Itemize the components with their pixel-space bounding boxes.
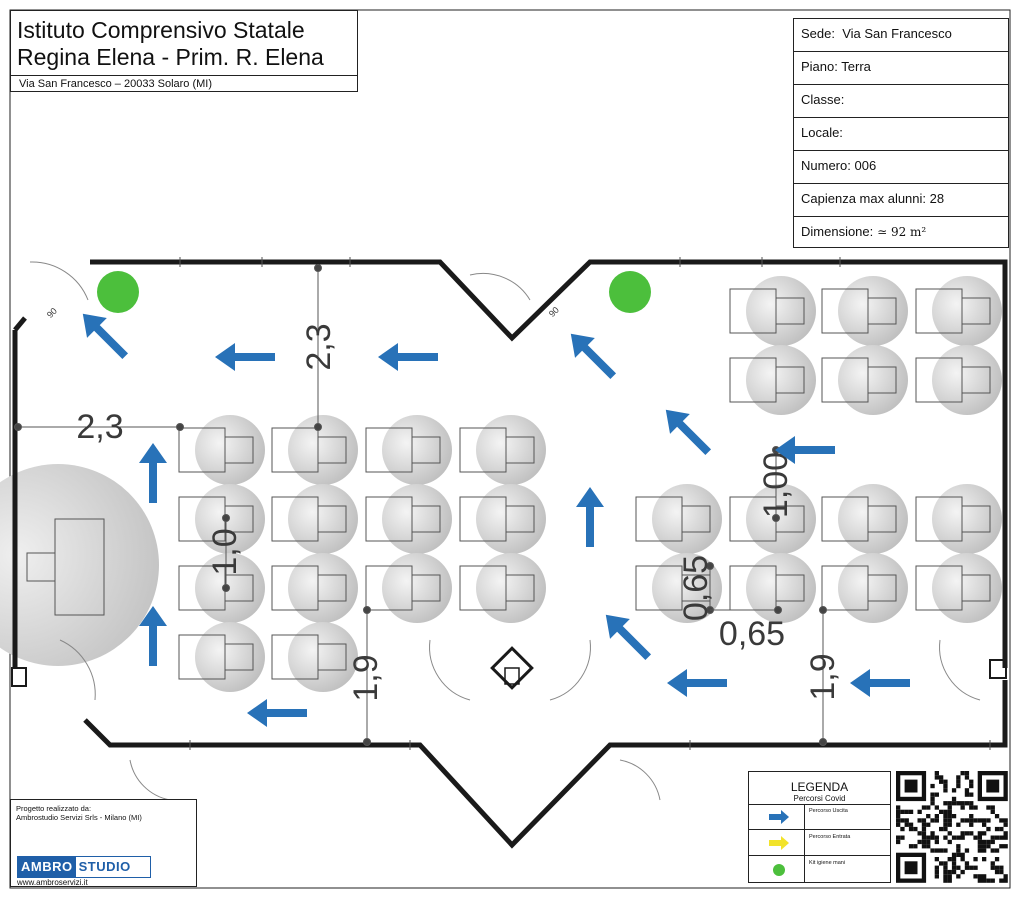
hand-hygiene-kit-right	[609, 271, 651, 313]
student-desk	[729, 345, 816, 415]
exit-arrow	[139, 443, 167, 503]
teacher-chair	[26, 552, 56, 582]
student-desk	[271, 622, 358, 692]
column-right	[989, 659, 1007, 679]
school-name-line1: Istituto Comprensivo Statale	[17, 17, 305, 43]
title-block: Istituto Comprensivo Statale Regina Elen…	[10, 10, 358, 92]
student-desk	[365, 484, 452, 554]
student-desk	[178, 622, 265, 692]
room-info-panel: Sede: Via San Francesco Piano: Terra Cla…	[793, 18, 1009, 248]
school-name-line2: Regina Elena - Prim. R. Elena	[17, 44, 324, 70]
kit-dot-icon	[773, 864, 785, 876]
student-desk	[915, 345, 1002, 415]
student-desk	[821, 345, 908, 415]
exit-arrow	[665, 409, 712, 456]
info-locale: Locale:	[794, 118, 1008, 151]
hand-hygiene-kit-left	[97, 271, 139, 313]
student-desk	[178, 415, 265, 485]
student-desk	[821, 553, 908, 623]
sheet-frame	[9, 9, 1011, 889]
info-piano: Piano: Terra	[794, 52, 1008, 85]
room-walls	[12, 259, 1008, 849]
dimension-lines	[14, 264, 827, 746]
exit-arrow	[605, 614, 652, 661]
wall-corner-left	[13, 316, 27, 332]
legend-row-kit: Kit igiene mani	[749, 856, 890, 882]
door-width-left: 90	[45, 306, 59, 320]
door-width-right: 90	[547, 305, 561, 319]
dim-row-gap-left: 1,0	[206, 528, 244, 575]
teacher-zone	[0, 464, 159, 666]
student-desk	[271, 553, 358, 623]
student-desks	[178, 276, 1002, 692]
legend-row-entry: Percorso Entrata	[749, 830, 890, 856]
credits-block: Progetto realizzato da: Ambrostudio Serv…	[10, 799, 197, 887]
exit-arrow	[247, 699, 307, 727]
exit-arrow	[378, 343, 438, 371]
dim-left-h: 2,3	[76, 408, 123, 446]
legend-title: LEGENDA	[790, 780, 849, 794]
entry-arrow-icon	[769, 836, 789, 850]
credit-website: www.ambroservizi.it	[17, 878, 88, 887]
student-desk	[459, 484, 546, 554]
exit-arrow	[215, 343, 275, 371]
student-desk	[459, 415, 546, 485]
credit-line2: Ambrostudio Servizi Srls - Milano (MI)	[16, 813, 142, 822]
info-dimensione: Dimensione: ≃ 92 m²	[801, 224, 927, 239]
school-address: Via San Francesco – 20033 Solaro (MI)	[19, 78, 213, 90]
exit-arrow	[775, 436, 835, 464]
student-desk	[729, 553, 816, 623]
student-desk	[271, 415, 358, 485]
dim-bottom-right: 1,9	[804, 653, 842, 700]
dim-desk-v: 0,65	[677, 555, 715, 621]
legend: LEGENDA Percorsi Covid Percorso Uscita P…	[748, 771, 891, 883]
student-desk	[915, 553, 1002, 623]
student-desk	[729, 276, 816, 346]
dim-desk-h: 0,65	[719, 615, 785, 653]
student-desk	[635, 553, 722, 623]
exit-arrow	[667, 669, 727, 697]
student-desk	[635, 484, 722, 554]
dimension-labels: 2,3 2,3 1,0 1,9 1,00 0,65 0,65 1,9 90 90	[45, 305, 842, 702]
dim-bottom-left: 1,9	[347, 654, 385, 701]
column-left	[11, 667, 27, 687]
dim-top-v: 2,3	[300, 323, 338, 370]
exit-arrow	[570, 333, 617, 380]
info-capienza: Capienza max alunni: 28	[794, 184, 1008, 217]
exit-arrow	[139, 606, 167, 666]
exit-arrow	[850, 669, 910, 697]
wall-top	[90, 259, 1008, 668]
exit-arrow-icon	[769, 810, 789, 824]
qr-code[interactable]	[896, 771, 1008, 883]
student-desk	[365, 553, 452, 623]
info-classe: Classe:	[794, 85, 1008, 118]
door-swings	[29, 261, 981, 801]
credit-line1: Progetto realizzato da:	[16, 804, 92, 813]
qr-code-modules	[896, 771, 1008, 883]
window-marks	[179, 257, 991, 750]
wall-bottom	[83, 680, 1008, 849]
student-desk	[365, 415, 452, 485]
student-desk	[271, 484, 358, 554]
student-desk	[915, 276, 1002, 346]
info-numero: Numero: 006	[794, 151, 1008, 184]
student-desk	[459, 553, 546, 623]
info-sede: Sede: Via San Francesco	[794, 19, 1008, 52]
exit-arrow	[576, 487, 604, 547]
student-desk	[915, 484, 1002, 554]
student-desk	[821, 276, 908, 346]
legend-row-exit: Percorso Uscita	[749, 804, 890, 830]
student-desk	[821, 484, 908, 554]
exit-arrow	[82, 313, 129, 360]
exit-route-arrows	[82, 313, 910, 727]
legend-subtitle: Percorsi Covid	[793, 794, 846, 803]
dim-row-gap-right: 1,00	[757, 452, 795, 518]
